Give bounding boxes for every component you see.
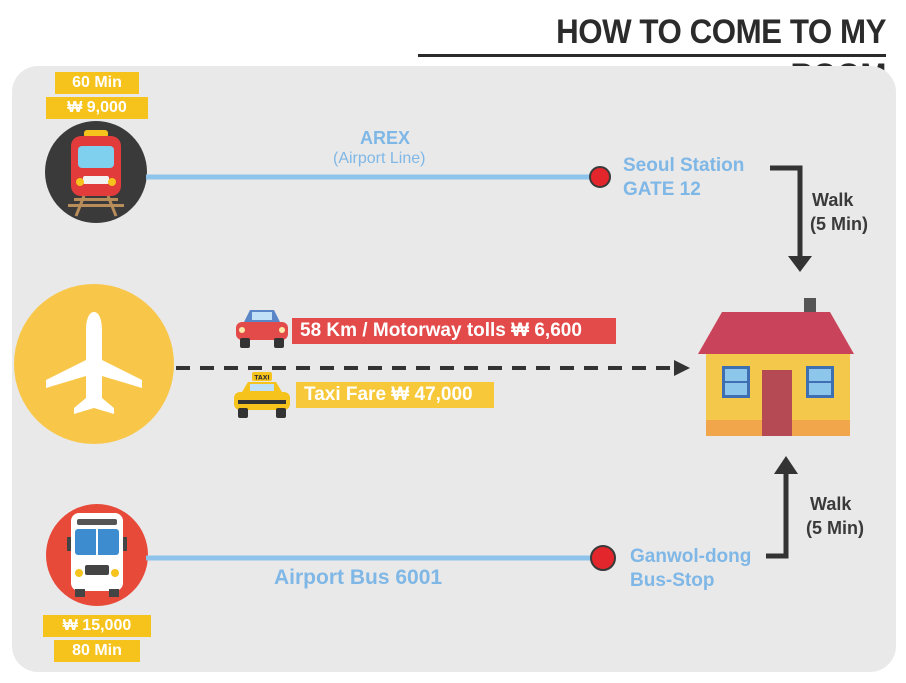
airplane-icon bbox=[14, 284, 174, 444]
house-icon bbox=[698, 298, 854, 436]
walk-arrow-up bbox=[766, 456, 798, 559]
svg-text:TAXI: TAXI bbox=[254, 375, 269, 382]
airport-bus-label: Airport Bus 6001 bbox=[274, 566, 443, 589]
bus-stop-label-2: Bus-Stop bbox=[630, 570, 715, 591]
train-time-tag: 60 Min bbox=[55, 72, 139, 94]
motorway-tolls-pill: 58 Km / Motorway tolls ₩ 6,600 bbox=[292, 318, 616, 344]
airport-bus-line bbox=[146, 555, 598, 561]
page-title: HOW TO COME TO MY ROOM bbox=[556, 13, 886, 95]
seoul-station-label: Seoul Station bbox=[623, 155, 745, 176]
bus-time-tag: 80 Min bbox=[54, 640, 140, 662]
bus-stop-label-1: Ganwol-dong bbox=[630, 546, 752, 567]
train-price-tag: ₩ 9,000 bbox=[46, 97, 148, 119]
arex-line bbox=[146, 174, 598, 180]
walk-label-top-1: Walk bbox=[812, 190, 854, 210]
walk-label-bottom-1: Walk bbox=[810, 494, 852, 514]
title-underline bbox=[418, 54, 886, 57]
car-icon bbox=[236, 310, 288, 348]
arex-label: AREX bbox=[360, 128, 411, 148]
walk-label-top-2: (5 Min) bbox=[810, 214, 868, 234]
seoul-station-dot bbox=[589, 166, 611, 188]
seoul-station-gate: GATE 12 bbox=[623, 179, 701, 200]
walk-arrow-down bbox=[770, 165, 812, 272]
bus-icon bbox=[46, 504, 148, 606]
train-icon bbox=[45, 121, 147, 223]
arex-sublabel: (Airport Line) bbox=[333, 150, 426, 167]
car-dashed-route bbox=[176, 360, 690, 376]
walk-label-bottom-2: (5 Min) bbox=[806, 518, 864, 538]
bus-stop-dot bbox=[590, 545, 616, 571]
taxi-fare-pill: Taxi Fare ₩ 47,000 bbox=[296, 382, 494, 408]
taxi-icon: TAXI bbox=[234, 372, 290, 418]
bus-price-tag: ₩ 15,000 bbox=[43, 615, 151, 637]
